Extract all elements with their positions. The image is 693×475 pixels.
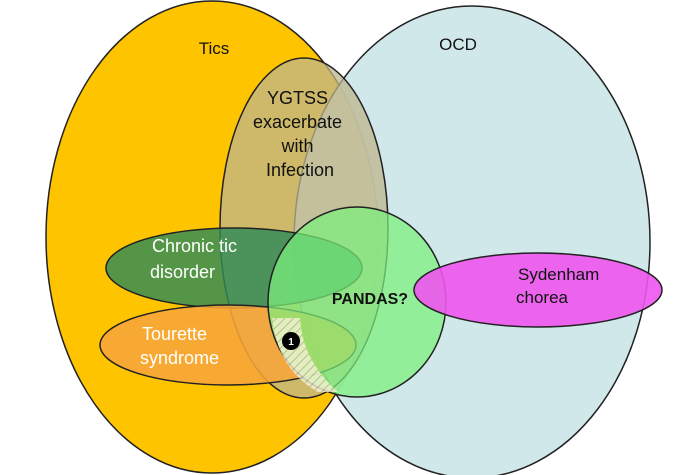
marker-one: 1 bbox=[282, 332, 300, 350]
sydenham-label: Sydenham chorea bbox=[516, 265, 604, 307]
sydenham-set bbox=[413, 252, 663, 328]
tics-label: Tics bbox=[199, 39, 230, 58]
pandas-label: PANDAS? bbox=[332, 291, 408, 308]
ocd-label: OCD bbox=[439, 35, 477, 54]
ygtss-label: YGTSS exacerbate with Infection bbox=[253, 88, 347, 180]
chronic-tic-label: Chronic tic disorder bbox=[150, 236, 242, 282]
tourette-label: Tourette syndrome bbox=[140, 324, 219, 368]
marker-label: 1 bbox=[288, 337, 294, 348]
